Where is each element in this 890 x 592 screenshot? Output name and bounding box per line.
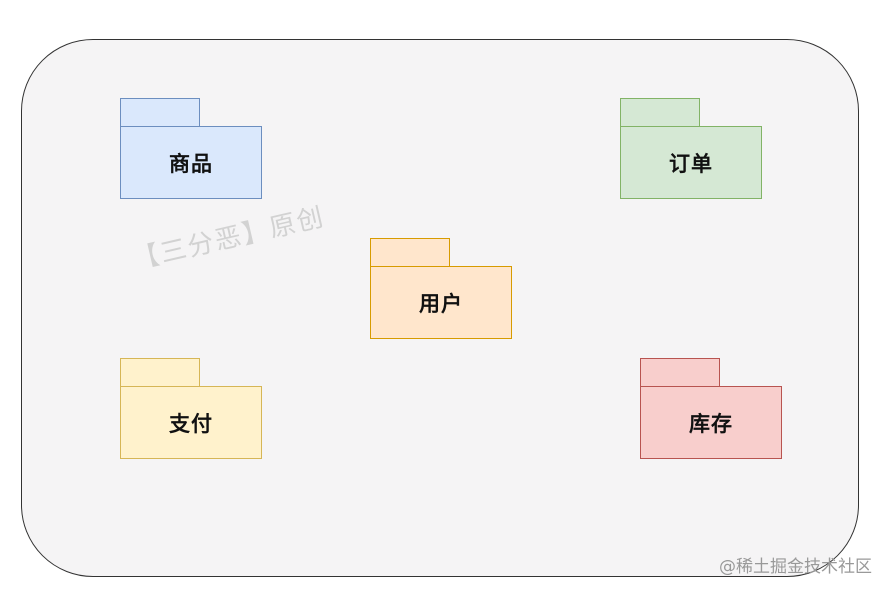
package-tab — [120, 358, 200, 387]
package-body: 订单 — [620, 126, 762, 199]
package-tab — [620, 98, 700, 127]
package-label: 用户 — [419, 291, 463, 316]
package-inventory[interactable]: 库存 — [640, 358, 782, 459]
package-product[interactable]: 商品 — [120, 98, 262, 199]
credit-text: @稀土掘金技术社区 — [719, 557, 872, 577]
package-tab — [640, 358, 720, 387]
package-order[interactable]: 订单 — [620, 98, 762, 199]
package-label: 支付 — [169, 411, 213, 436]
package-tab — [370, 238, 450, 267]
package-body: 用户 — [370, 266, 512, 339]
package-body: 支付 — [120, 386, 262, 459]
package-label: 商品 — [169, 151, 213, 176]
package-user[interactable]: 用户 — [370, 238, 512, 339]
package-label: 库存 — [689, 411, 733, 436]
package-payment[interactable]: 支付 — [120, 358, 262, 459]
package-tab — [120, 98, 200, 127]
package-body: 商品 — [120, 126, 262, 199]
package-label: 订单 — [669, 151, 713, 176]
package-body: 库存 — [640, 386, 782, 459]
